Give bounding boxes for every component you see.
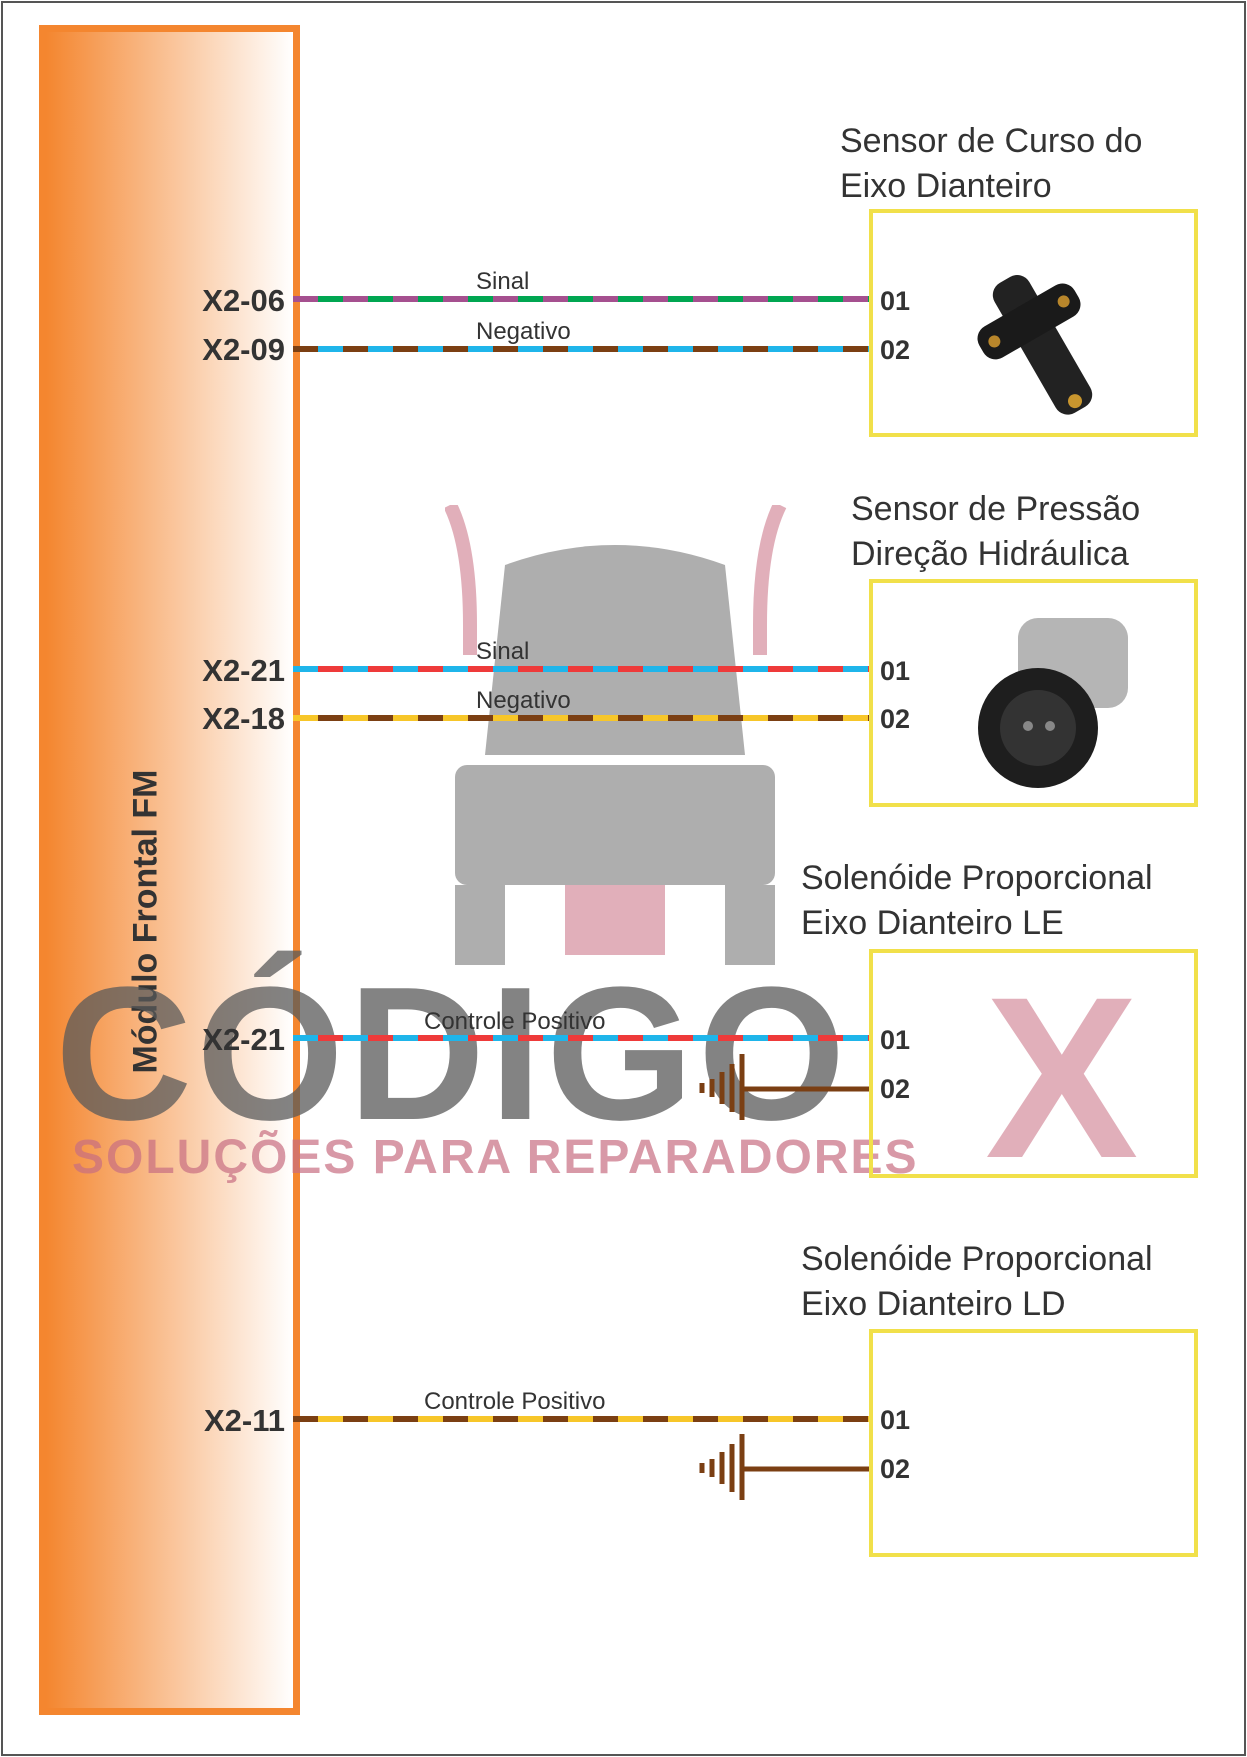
wire-label: Sinal [476, 268, 530, 295]
wire-controle-positivo [293, 1035, 869, 1041]
wire-controle-positivo [293, 1416, 869, 1422]
component-box-sensor-pressao [869, 579, 1198, 807]
connector-label: X2-06 [202, 283, 285, 318]
wire-label: Negativo [476, 318, 571, 345]
pin-label: 02 [880, 335, 911, 365]
title-line: Eixo Dianteiro [840, 167, 1052, 205]
pin-label: 01 [880, 286, 911, 316]
ground-symbol-icon [699, 1434, 869, 1500]
pressure-sensor-photo-icon [978, 618, 1128, 788]
title-line: Direção Hidráulica [851, 535, 1129, 573]
component-box-solenoide-le [869, 949, 1198, 1178]
component-title: Sensor de Curso do Eixo Dianteiro [840, 119, 1142, 209]
wire-label: Controle Positivo [424, 1008, 606, 1035]
title-line: Solenóide Proporcional [801, 859, 1153, 897]
component-title: Solenóide Proporcional Eixo Dianteiro LE [801, 856, 1153, 946]
pin-label: 01 [880, 656, 911, 686]
connector-label: X2-18 [202, 701, 285, 736]
module-frontal-fm: Módulo Frontal FM [39, 25, 300, 1715]
module-label: Módulo Frontal FM [126, 769, 165, 1074]
component-title: Sensor de Pressão Direção Hidráulica [851, 487, 1140, 577]
wire-label: Sinal [476, 638, 530, 665]
ground-symbol-icon [699, 1054, 869, 1120]
component-box-sensor-curso [869, 209, 1198, 437]
sensor-photo-icon [977, 275, 1093, 415]
connector-label: X2-11 [203, 1403, 285, 1438]
title-line: Sensor de Pressão [851, 490, 1141, 528]
pin-label: 02 [880, 1454, 911, 1484]
pin-label: 02 [880, 704, 911, 734]
title-line: Eixo Dianteiro LD [801, 1285, 1066, 1323]
title-line: Sensor de Curso do [840, 122, 1143, 160]
wire-sinal [293, 296, 869, 302]
pin-label: 01 [880, 1405, 911, 1435]
pin-label: 01 [880, 1025, 911, 1055]
wire-label: Negativo [476, 687, 571, 714]
pin-label: 02 [880, 1074, 911, 1104]
wire-negativo [293, 346, 869, 352]
title-line: Solenóide Proporcional [801, 1240, 1153, 1278]
connector-label: X2-21 [202, 1022, 285, 1057]
connector-label: X2-09 [202, 332, 285, 367]
wire-negativo [293, 715, 869, 721]
wire-sinal [293, 666, 869, 672]
connector-label: X2-21 [202, 653, 285, 688]
component-title: Solenóide Proporcional Eixo Dianteiro LD [801, 1237, 1153, 1327]
component-box-solenoide-ld [869, 1329, 1198, 1557]
wire-label: Controle Positivo [424, 1388, 606, 1415]
title-line: Eixo Dianteiro LE [801, 904, 1064, 942]
